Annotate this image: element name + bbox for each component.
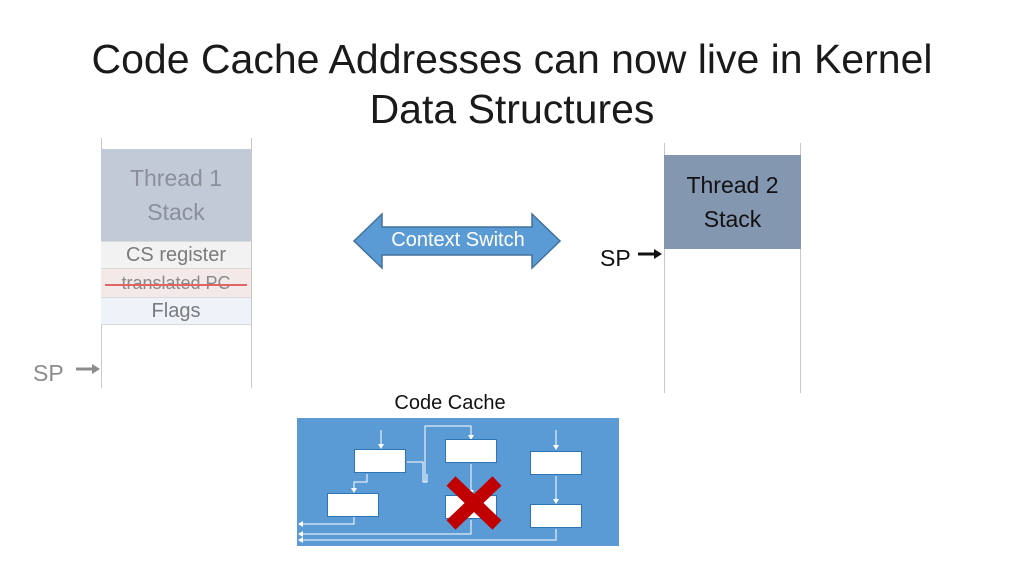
- thread2-stack-label-line-1: Thread 2: [686, 172, 779, 198]
- slide-title: Code Cache Addresses can now live in Ker…: [0, 34, 1024, 134]
- thread2-stack-left-border: [664, 143, 665, 393]
- thread1-stack-label-line-2: Stack: [147, 199, 205, 225]
- code-cache-flow-lines: [298, 425, 559, 543]
- code-cache-label: Code Cache: [394, 392, 506, 414]
- thread2-sp-arrow-icon: [638, 249, 662, 259]
- stack-entry-cs-register-label: CS register: [125, 243, 227, 266]
- context-switch-arrow-icon: [352, 212, 562, 270]
- stack-entry-flags-label: Flags: [151, 299, 201, 322]
- code-block: [354, 449, 406, 473]
- thread2-stack-label-line-2: Stack: [703, 206, 762, 232]
- thread1-sp-arrow-icon: [76, 364, 100, 374]
- invalidated-block-cross-icon: [446, 476, 502, 530]
- thread2-stack-block: Thread 2 Stack: [664, 155, 801, 249]
- slide-title-line-2: Data Structures: [369, 86, 655, 132]
- stack-entry-cs-register: CS register: [101, 241, 251, 268]
- code-block: [327, 493, 379, 517]
- thread1-stack-label-line-1: Thread 1: [129, 165, 223, 191]
- stack-entry-flags: Flags: [101, 297, 251, 325]
- stack-entry-translated-pc-label: translated PC: [121, 272, 231, 293]
- thread2-stack-right-border: [800, 143, 801, 393]
- code-cache-panel: [297, 418, 619, 546]
- slide-title-line-1: Code Cache Addresses can now live in Ker…: [91, 36, 933, 82]
- code-block: [530, 504, 582, 528]
- thread1-sp-label: SP: [33, 360, 64, 386]
- stack-entry-translated-pc: translated PC: [101, 268, 251, 297]
- thread2-sp-label: SP: [600, 245, 631, 271]
- code-block: [445, 439, 497, 463]
- thread1-stack-right-border: [251, 138, 252, 388]
- code-block: [530, 451, 582, 475]
- thread1-stack-block: Thread 1 Stack: [101, 149, 251, 241]
- strikethrough-line: [105, 284, 247, 286]
- context-switch-label: Context Switch: [391, 229, 525, 251]
